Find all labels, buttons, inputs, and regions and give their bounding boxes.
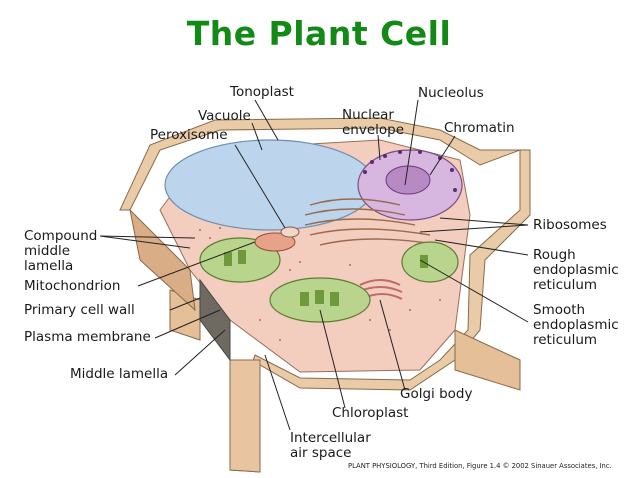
page-title: The Plant Cell: [186, 14, 452, 53]
label-smooth-er: Smooth endoplasmic reticulum: [533, 302, 619, 348]
label-tonoplast: Tonoplast: [230, 84, 294, 100]
peroxisome: [280, 226, 300, 238]
label-chromatin: Chromatin: [444, 120, 515, 136]
label-intercellular-air-space: Intercellular air space: [290, 430, 371, 461]
label-compound-middle-lamella: Compound middle lamella: [24, 228, 98, 274]
label-rough-er: Rough endoplasmic reticulum: [533, 247, 619, 293]
label-peroxisome: Peroxisome: [150, 127, 228, 143]
figure-credit: PLANT PHYSIOLOGY, Third Edition, Figure …: [348, 462, 612, 470]
ribosome-dots: [199, 227, 441, 341]
wall-front-face: [199, 278, 231, 362]
label-nucleolus: Nucleolus: [418, 85, 484, 101]
label-plasma-membrane: Plasma membrane: [24, 329, 151, 345]
label-golgi-body: Golgi body: [400, 386, 473, 402]
label-nuclear-envelope: Nuclear envelope: [342, 107, 405, 138]
label-ribosomes: Ribosomes: [533, 217, 607, 233]
wall-left-face: [129, 208, 196, 312]
chloroplasts: [199, 237, 459, 323]
label-chloroplast: Chloroplast: [332, 405, 409, 421]
label-mitochondrion: Mitochondrion: [24, 278, 121, 294]
vacuole: [164, 139, 376, 231]
label-primary-cell-wall: Primary cell wall: [24, 302, 135, 318]
label-vacuole: Vacuole: [198, 108, 251, 124]
label-middle-lamella: Middle lamella: [70, 366, 169, 382]
leader-lines: [99, 99, 529, 431]
nucleus: [357, 149, 463, 221]
